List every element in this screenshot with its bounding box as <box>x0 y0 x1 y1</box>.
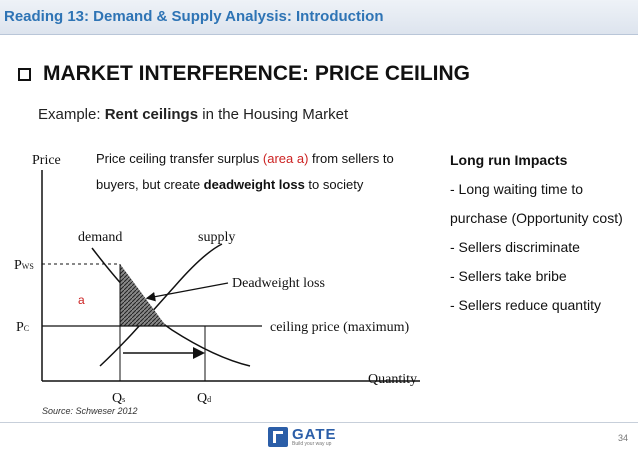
note-bold: deadweight loss <box>203 177 305 192</box>
long-run-impacts: Long run Impacts - Long waiting time to … <box>450 146 635 320</box>
note-part3: to society <box>304 177 364 192</box>
quantity-axis-label: Quantity <box>368 372 417 387</box>
impact-item: - Long waiting time to purchase (Opportu… <box>450 181 623 226</box>
fgate-logo: GATE Build your way up <box>268 426 368 448</box>
supply-curve <box>99 243 223 367</box>
source-note: Source: Schweser 2012 <box>42 406 138 416</box>
qs-label: Qs <box>112 391 125 406</box>
note-highlight: (area a) <box>262 151 309 166</box>
demand-curve <box>91 247 251 367</box>
slide-title-text: MARKET INTERFERENCE: PRICE CEILING <box>43 62 471 85</box>
note-part2: from sellers to buyers, but create <box>96 151 394 192</box>
example-suffix: in the Housing Market <box>198 106 349 123</box>
price-axis-label: Price <box>32 153 61 168</box>
logo-mark-icon <box>268 427 288 447</box>
note-text: Price ceiling transfer surplus (area a) … <box>96 146 426 198</box>
deadweight-label: Deadweight loss <box>232 276 325 291</box>
ceiling-price-label: ceiling price (maximum) <box>270 320 410 335</box>
logo-text: GATE <box>292 426 337 443</box>
header-title: Reading 13: Demand & Supply Analysis: In… <box>4 8 384 25</box>
impact-item: - Sellers reduce quantity <box>450 297 601 313</box>
impact-item: - Sellers take bribe <box>450 268 567 284</box>
checkbox-bullet-icon <box>18 68 31 81</box>
qd-label: Qd <box>197 391 211 406</box>
note-part1: Price ceiling transfer surplus <box>96 151 263 166</box>
header-bar: Reading 13: Demand & Supply Analysis: In… <box>0 0 638 35</box>
impact-item: - Sellers discriminate <box>450 239 580 255</box>
supply-label: supply <box>198 230 235 245</box>
price-ceiling-diagram: Price Quantity demand supply Deadweight … <box>14 153 420 406</box>
footer-divider <box>0 422 638 423</box>
area-a-label: a <box>78 293 85 307</box>
impacts-heading: Long run Impacts <box>450 152 568 168</box>
deadweight-loss-area <box>120 264 166 326</box>
example-bold: Rent ceilings <box>104 106 199 123</box>
demand-label: demand <box>78 230 122 245</box>
example-prefix: Example: <box>38 106 105 123</box>
deadweight-pointer <box>145 282 229 302</box>
pc-label: PC <box>16 320 29 335</box>
logo-subtitle: Build your way up <box>292 441 332 447</box>
pws-label: PWS <box>14 258 34 273</box>
slide-title: MARKET INTERFERENCE: PRICE CEILING <box>18 62 470 86</box>
page-number: 34 <box>618 433 629 443</box>
example-line: Example: Rent ceilings in the Housing Ma… <box>38 106 348 123</box>
